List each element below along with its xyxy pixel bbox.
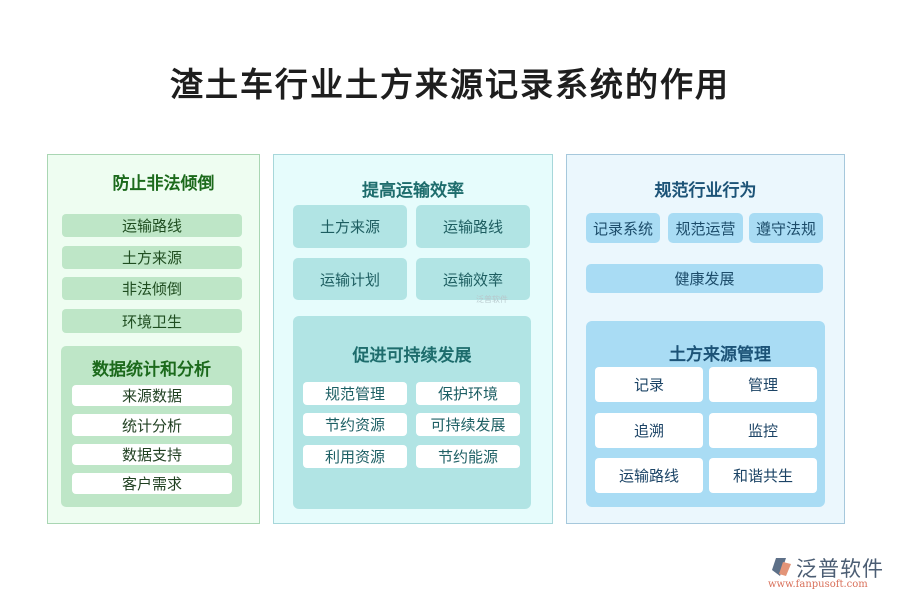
page-title: 渣土车行业土方来源记录系统的作用 [170, 65, 730, 104]
list-item: 统计分析 [72, 414, 232, 436]
logo-name: 泛普软件 [796, 557, 884, 581]
grid-item: 运输路线 [595, 458, 703, 493]
grid-item: 和谐共生 [709, 458, 817, 493]
grid-item: 运输效率 [416, 258, 530, 300]
grid-item: 节约资源 [303, 413, 407, 436]
list-item: 来源数据 [72, 385, 232, 406]
grid-item: 监控 [709, 413, 817, 448]
sub-panel-heading: 数据统计和分析 [92, 359, 211, 380]
grid-item: 遵守法规 [749, 213, 823, 243]
grid-item: 记录系统 [586, 213, 660, 243]
grid-item: 运输计划 [293, 258, 407, 300]
sub-panel-heading: 土方来源管理 [669, 344, 771, 365]
panel-heading: 提高运输效率 [362, 180, 464, 201]
panel-heading: 防止非法倾倒 [112, 173, 215, 194]
grid-item: 追溯 [595, 413, 703, 448]
grid-item: 保护环境 [416, 382, 520, 405]
grid-item: 节约能源 [416, 445, 520, 468]
panel-heading: 规范行业行为 [654, 180, 757, 201]
list-item: 土方来源 [62, 246, 242, 269]
grid-item: 规范管理 [303, 382, 407, 405]
sub-panel-heading: 促进可持续发展 [352, 345, 472, 366]
grid-item: 运输路线 [416, 205, 530, 248]
list-item: 客户需求 [72, 473, 232, 494]
list-item: 非法倾倒 [62, 277, 242, 300]
list-item: 数据支持 [72, 444, 232, 465]
fanpu-logo-icon [772, 558, 791, 576]
grid-item: 土方来源 [293, 205, 407, 248]
grid-item: 管理 [709, 367, 817, 402]
wide-item: 健康发展 [586, 264, 823, 293]
grid-item: 记录 [595, 367, 703, 402]
grid-item: 规范运营 [668, 213, 743, 243]
brand-logo: 泛普软件 www.fanpusoft.com [768, 553, 898, 593]
sub-panel-sustainable-development [293, 316, 531, 509]
watermark: 泛普软件 [476, 295, 508, 304]
list-item: 环境卫生 [62, 309, 242, 333]
grid-item: 可持续发展 [416, 413, 520, 436]
logo-url: www.fanpusoft.com [768, 579, 868, 590]
list-item: 运输路线 [62, 214, 242, 237]
grid-item: 利用资源 [303, 445, 407, 468]
